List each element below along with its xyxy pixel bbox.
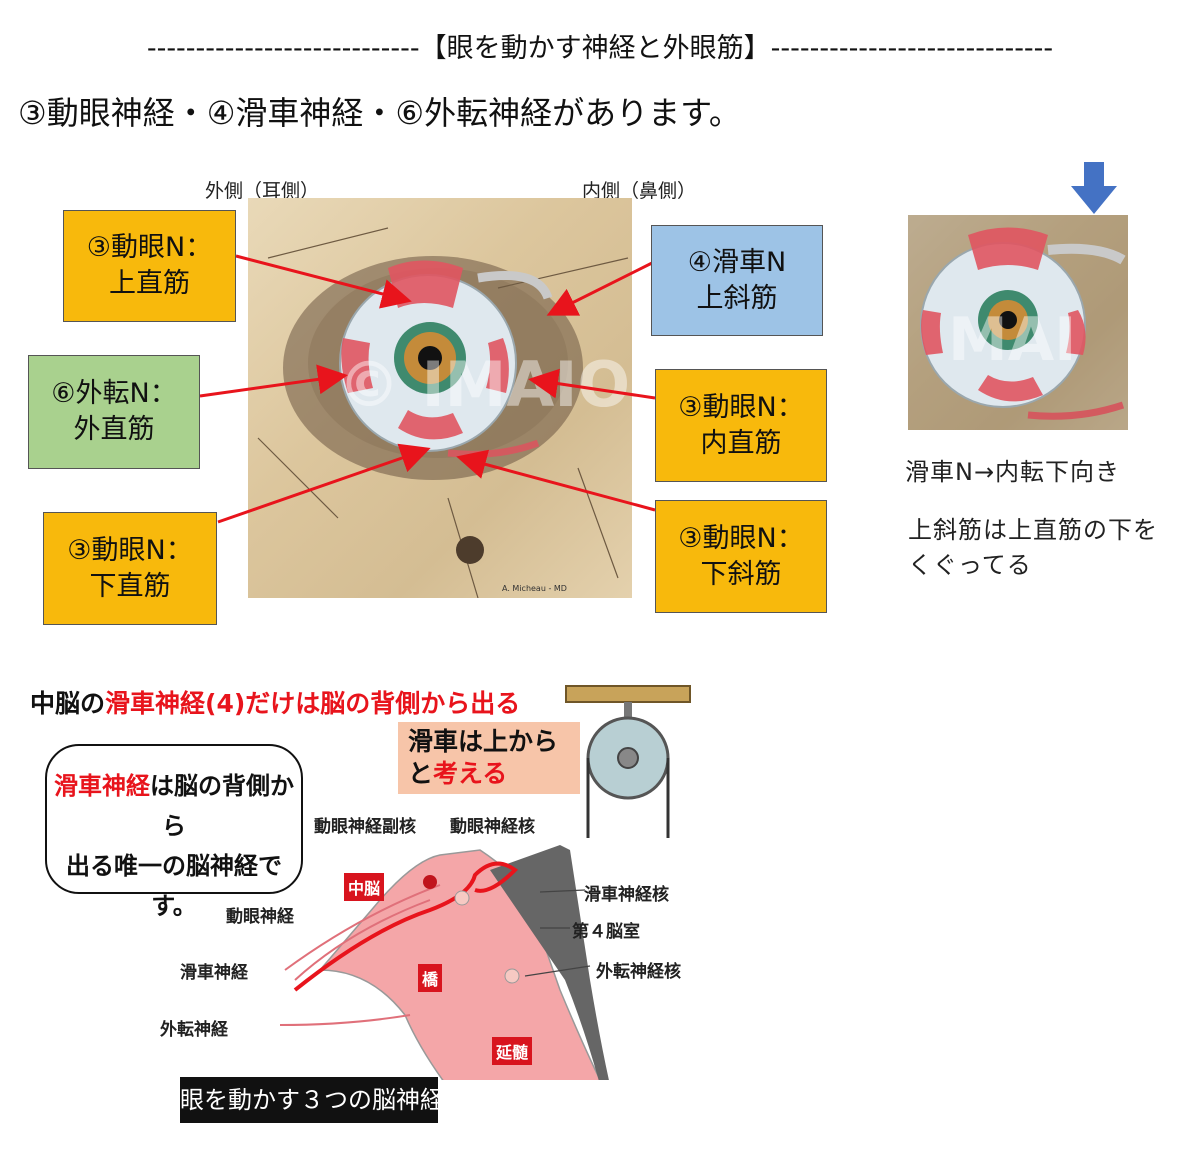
label-abducens-nucleus: 外転神経核 [596, 962, 681, 982]
box-muscle-label: 下直筋 [89, 570, 171, 602]
box-muscle-label: 上斜筋 [696, 282, 778, 314]
heading-highlight: 滑車神経(4)だけは脳の背側から出る [105, 689, 521, 718]
label-oculomotor-nucleus: 動眼神経核 [450, 817, 535, 837]
eye-closeup-illustration [908, 215, 1128, 430]
pulley-note: 滑車は上から と考える [398, 722, 580, 794]
label-accessory-nucleus: 動眼神経副核 [314, 817, 416, 837]
box-nerve-label: ③動眼N： [67, 534, 193, 566]
arrow-inferior-oblique [456, 449, 656, 512]
box-superior-oblique: ④滑車N 上斜筋 [651, 225, 823, 336]
bubble-line1: 滑車神経は脳の背側から [51, 766, 297, 846]
box-muscle-label: 下斜筋 [700, 558, 782, 590]
watermark: © IMAIOS [338, 348, 675, 421]
bubble-highlight: 滑車神経 [54, 772, 150, 800]
eye-illustration [257, 227, 629, 598]
box-muscle-label: 外直筋 [73, 414, 155, 445]
tag-midbrain: 中脳 [344, 873, 385, 901]
box-superior-rectus: ③動眼N： 上直筋 [63, 210, 236, 322]
down-arrow-icon [1071, 162, 1117, 214]
arrow-inferior-rectus [217, 443, 431, 524]
eye-closeup-image: MAI [908, 215, 1128, 430]
box-inferior-rectus: ③動眼N： 下直筋 [43, 512, 217, 625]
eye-anatomy-image: © IMAIOS A. Micheau - MD [248, 198, 675, 598]
brainstem-heading: 中脳の滑車神経(4)だけは脳の背側から出る [30, 684, 520, 720]
pulley-text: と [408, 759, 434, 788]
bubble-line2: 出る唯一の脳神経です。 [66, 852, 282, 920]
heading-prefix: 中脳の [30, 689, 106, 718]
bubble-text: は脳の背側から [150, 772, 294, 840]
section-title: ----------------------------【眼を動かす神経と外眼筋… [146, 33, 1054, 64]
arrow-superior-rectus [235, 254, 412, 309]
side-note-line3: くぐってる [908, 551, 1032, 579]
label-trochlear-nucleus: 滑車神経核 [584, 885, 669, 905]
label-trochlear-nerve: 滑車神経 [180, 963, 248, 983]
box-lateral-rectus: ⑥外転N： 外直筋 [28, 355, 200, 469]
speech-bubble: 滑車神経は脳の背側から 出る唯一の脳神経です。 [45, 744, 303, 920]
brainstem-illustration [279, 845, 609, 1080]
side-note-line1: 滑車N→内転下向き [905, 458, 1121, 486]
bottom-banner: 眼を動かす３つの脳神経 [180, 1077, 444, 1123]
image-credit: A. Micheau - MD [502, 584, 567, 593]
label-fourth-ventricle: 第４脳室 [572, 922, 640, 942]
box-medial-rectus: ③動眼N： 内直筋 [655, 369, 827, 482]
box-nerve-label: ⑥外転N： [51, 378, 177, 409]
box-inferior-oblique: ③動眼N： 下斜筋 [655, 500, 827, 613]
closeup-watermark: MAI [948, 305, 1077, 375]
arrow-lateral-rectus [199, 364, 348, 398]
arrow-medial-rectus [528, 368, 656, 400]
pulley-highlight: 考える [433, 759, 508, 788]
tag-pons: 橋 [418, 964, 443, 992]
box-nerve-label: ④滑車N [687, 246, 787, 278]
pulley-line1: 滑車は上から [408, 727, 559, 756]
pulley-icon [565, 685, 691, 838]
box-nerve-label: ③動眼N： [678, 522, 804, 554]
box-nerve-label: ③動眼N： [86, 232, 213, 263]
arrow-superior-oblique [546, 261, 653, 316]
tag-medulla: 延髄 [492, 1037, 533, 1065]
box-nerve-label: ③動眼N： [678, 391, 804, 423]
box-muscle-label: 内直筋 [700, 427, 782, 459]
box-muscle-label: 上直筋 [109, 268, 190, 299]
page-subtitle: ③動眼神経・④滑車神経・⑥外転神経があります。 [18, 94, 741, 132]
side-note-line2: 上斜筋は上直筋の下を [908, 516, 1158, 544]
lateral-side-label: 外側（耳側） [205, 180, 320, 202]
label-oculomotor-nerve: 動眼神経 [226, 907, 294, 927]
label-abducens-nerve: 外転神経 [160, 1020, 228, 1040]
pulley-line2: と考える [408, 758, 570, 790]
medial-side-label: 内側（鼻側） [582, 180, 697, 202]
